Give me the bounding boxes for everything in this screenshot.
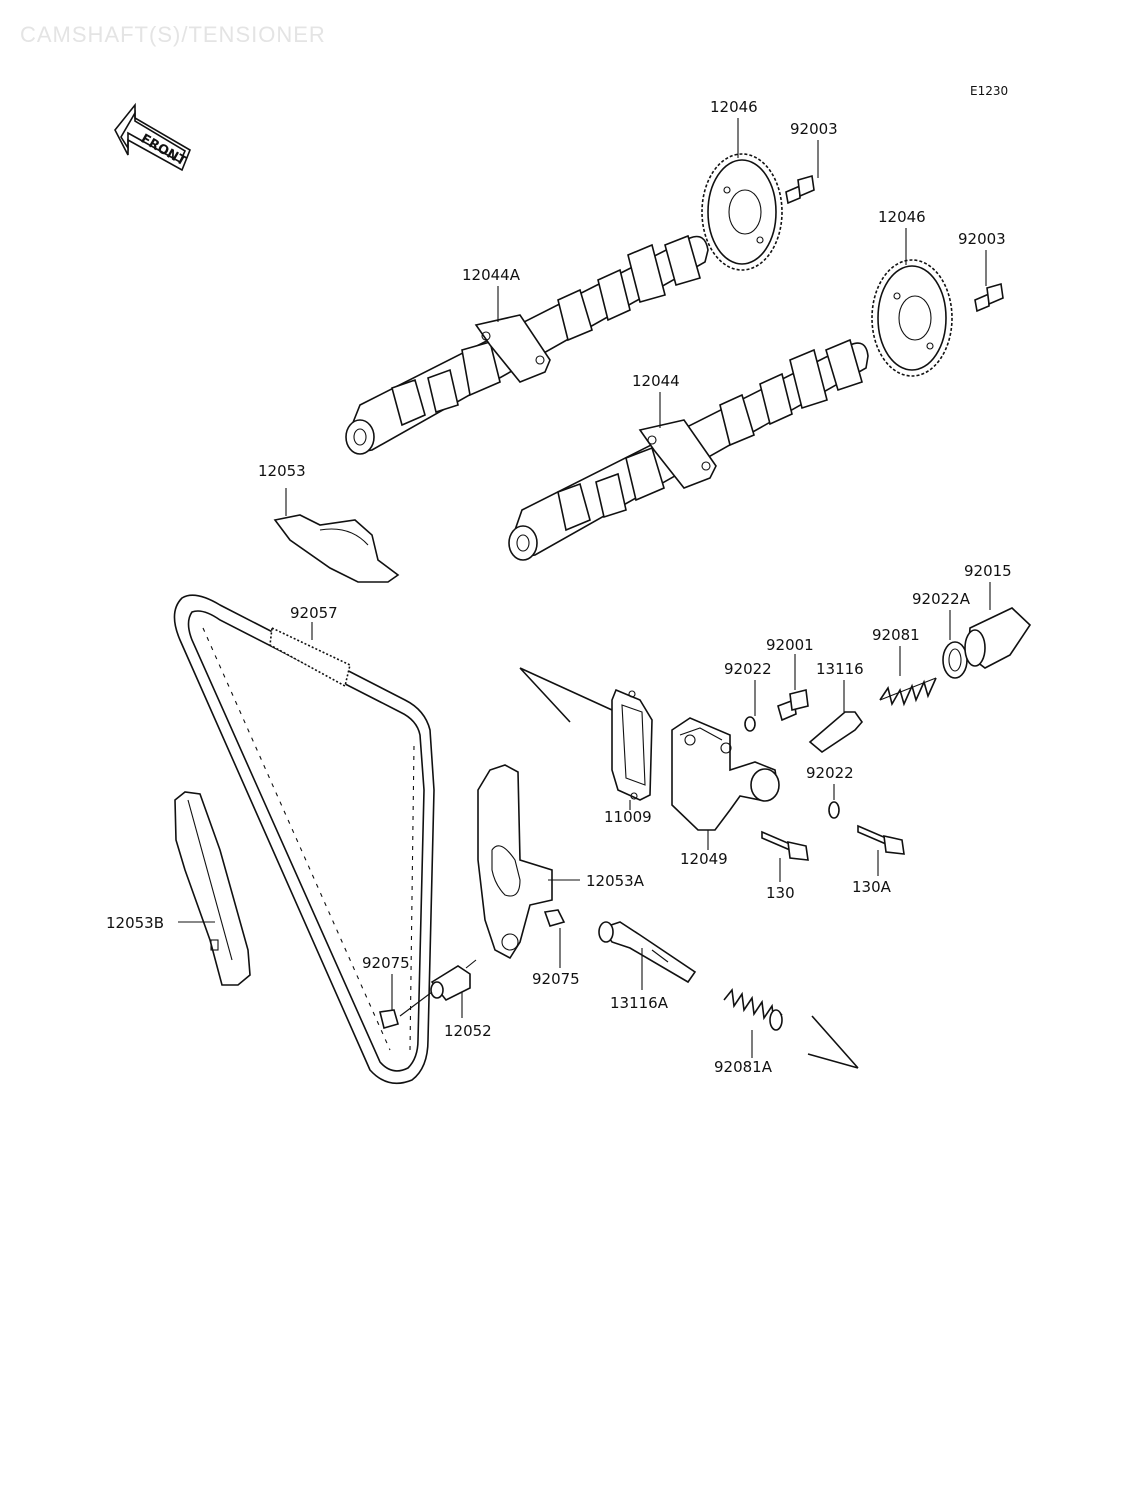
bolt-92003-lower (974, 282, 1004, 313)
label-11009: 11009 (604, 808, 652, 826)
label-12044A: 12044A (462, 266, 520, 284)
washer-92022A (942, 641, 968, 679)
bolt-92001 (777, 689, 809, 722)
label-92075-right: 92075 (532, 970, 580, 988)
label-92015: 92015 (964, 562, 1012, 580)
label-13116: 13116 (816, 660, 864, 678)
label-12053: 12053 (258, 462, 306, 480)
label-92022-lower: 92022 (806, 764, 854, 782)
label-92003-lower: 92003 (958, 230, 1006, 248)
push-rod-13116 (808, 711, 864, 753)
chain-guide-12053A (477, 764, 553, 960)
label-92075-left: 92075 (362, 954, 410, 972)
chain-guide-12053B (174, 791, 251, 986)
label-92081A: 92081A (714, 1058, 772, 1076)
pivot-12052 (430, 965, 471, 1002)
sprocket-12046-lower (871, 259, 953, 377)
washer-92022-upper (744, 716, 756, 732)
damper-92075-right (543, 909, 566, 927)
chain-guide-12053 (273, 514, 400, 583)
gasket-11009 (611, 688, 653, 801)
bolt-130 (761, 830, 809, 861)
bolt-130A (857, 824, 905, 855)
label-92001: 92001 (766, 636, 814, 654)
washer-92022-lower (828, 801, 840, 819)
label-12053B: 12053B (106, 914, 165, 932)
cap-92015 (964, 607, 1032, 669)
label-92081: 92081 (872, 626, 920, 644)
camshaft-12044A (345, 234, 709, 455)
label-13116A: 13116A (610, 994, 668, 1012)
spring-92081 (879, 677, 937, 707)
label-92022-upper: 92022 (724, 660, 772, 678)
page-title: CAMSHAFT(S)/TENSIONER (20, 22, 326, 47)
cam-chain-92057 (173, 594, 435, 1085)
label-92057: 92057 (290, 604, 338, 622)
damper-92075-left (379, 1009, 399, 1029)
label-12049: 12049 (680, 850, 728, 868)
bolt-92003-upper (785, 174, 815, 205)
label-130A: 130A (852, 878, 891, 896)
tensioner-body-12049 (671, 717, 780, 831)
spring-92081A (723, 988, 783, 1031)
diagram-code: E1230 (970, 84, 1009, 98)
sprocket-12046-upper (701, 153, 783, 271)
label-12053A: 12053A (586, 872, 644, 890)
label-92003-upper: 92003 (790, 120, 838, 138)
label-92022A: 92022A (912, 590, 970, 608)
leader-lines (178, 118, 991, 1069)
label-12046-lower: 12046 (878, 208, 926, 226)
front-arrow-icon: FRONT (114, 102, 191, 172)
label-12046-upper: 12046 (710, 98, 758, 116)
push-rod-13116A (598, 921, 697, 984)
label-130: 130 (766, 884, 795, 902)
camshaft-12044 (508, 338, 869, 561)
label-12044: 12044 (632, 372, 680, 390)
label-12052: 12052 (444, 1022, 492, 1040)
